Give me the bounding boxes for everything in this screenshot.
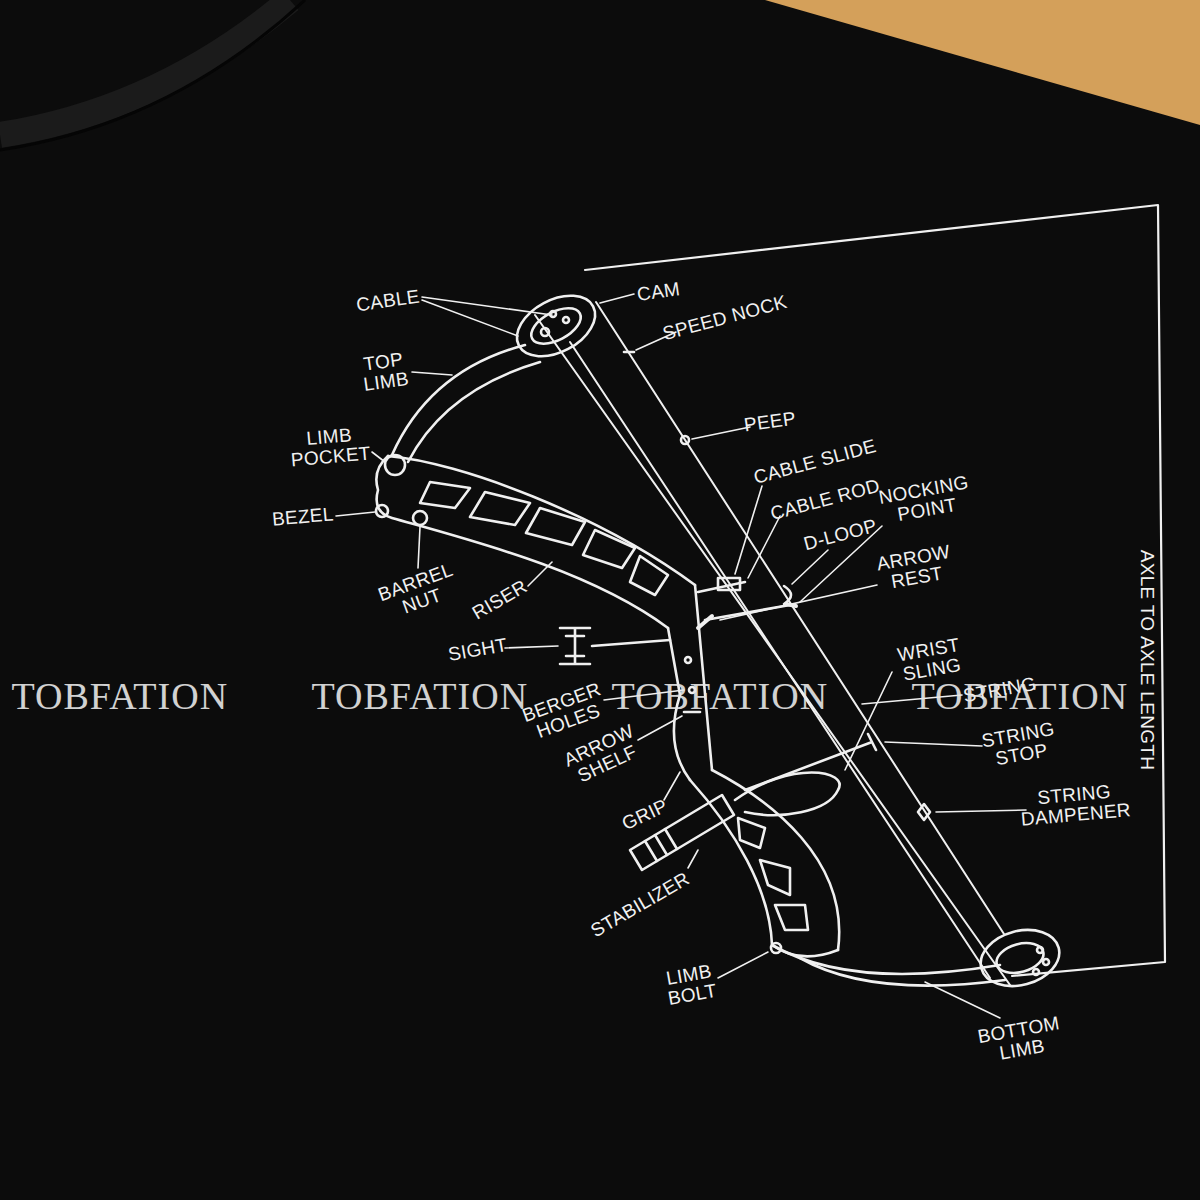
- leader-line: [418, 527, 420, 568]
- leader-line: [528, 562, 552, 586]
- watermark: TOBFATION: [912, 676, 1129, 718]
- watermark: TOBFATION: [12, 676, 229, 718]
- cable-rod: [698, 582, 745, 592]
- leader-line: [372, 452, 385, 462]
- compound-bow: [376, 205, 1165, 994]
- leader-line: [422, 300, 518, 336]
- watermark: TOBFATION: [612, 676, 829, 718]
- leader-line: [720, 585, 877, 620]
- leader-line: [422, 297, 552, 315]
- riser-cutout: [526, 508, 585, 545]
- leader-line: [845, 672, 892, 770]
- leader-line: [718, 952, 768, 978]
- cam-hole: [563, 317, 569, 323]
- bow-cable: [535, 315, 1010, 985]
- riser-cutout: [583, 530, 635, 568]
- top-limb: [392, 345, 525, 455]
- bottom-limb: [800, 958, 1005, 986]
- sight-bar: [592, 640, 670, 646]
- cam-hole: [550, 311, 556, 317]
- dimension-label: AXLE TO AXLE LENGTH: [1137, 550, 1157, 770]
- riser-cutout: [775, 905, 808, 930]
- riser-edge: [712, 770, 839, 950]
- d-loop: [784, 586, 791, 604]
- riser-cutout: [470, 492, 530, 525]
- bow-string: [596, 302, 1004, 934]
- collar-seam: [0, 0, 305, 150]
- sight: [560, 628, 590, 664]
- part-label: LIMB BOLT: [662, 961, 718, 1009]
- string-dampener: [918, 804, 930, 820]
- axle-bracket: [585, 205, 1165, 976]
- leader-lines: [336, 294, 1026, 1018]
- part-label: TOP LIMB: [359, 349, 410, 395]
- leader-line: [748, 516, 780, 578]
- stabilizer-ring: [645, 829, 677, 861]
- leader-line: [664, 772, 680, 800]
- collar-rib: [0, 0, 290, 135]
- peep: [681, 436, 689, 444]
- berger-hole: [685, 657, 691, 663]
- leader-line: [412, 372, 452, 375]
- riser-cutout: [738, 818, 765, 848]
- leader-line: [336, 512, 375, 516]
- bottom-limb: [772, 945, 1000, 974]
- wrist-sling: [735, 773, 840, 816]
- top-limb: [408, 362, 540, 462]
- riser-cutout: [420, 482, 470, 508]
- top-cam: [507, 283, 606, 368]
- string-stop: [745, 734, 876, 790]
- leader-line: [638, 716, 682, 740]
- part-label: LIMB POCKET: [288, 424, 371, 471]
- speed-nock: [624, 351, 634, 354]
- watermark: TOBFATION: [312, 676, 529, 718]
- leader-line: [885, 742, 982, 746]
- limb-bolt: [771, 943, 781, 953]
- riser-cutout: [630, 556, 668, 595]
- barrel-nut: [413, 511, 427, 525]
- bottom-cam: [974, 922, 1065, 995]
- cam-hole: [1033, 969, 1039, 975]
- riser-cutout: [760, 860, 790, 895]
- leader-line: [936, 810, 1026, 812]
- cam-hole: [1037, 947, 1043, 953]
- riser-edge: [690, 780, 838, 956]
- leader-line: [735, 486, 762, 574]
- leader-line: [505, 646, 558, 648]
- arrow-rest: [698, 616, 712, 628]
- leader-line: [688, 850, 698, 868]
- leader-line: [792, 550, 828, 584]
- backdrop: [765, 0, 1200, 125]
- cam-hole: [1043, 959, 1049, 965]
- leader-line: [692, 427, 750, 439]
- leader-line: [600, 294, 634, 303]
- leader-line: [925, 982, 1000, 1018]
